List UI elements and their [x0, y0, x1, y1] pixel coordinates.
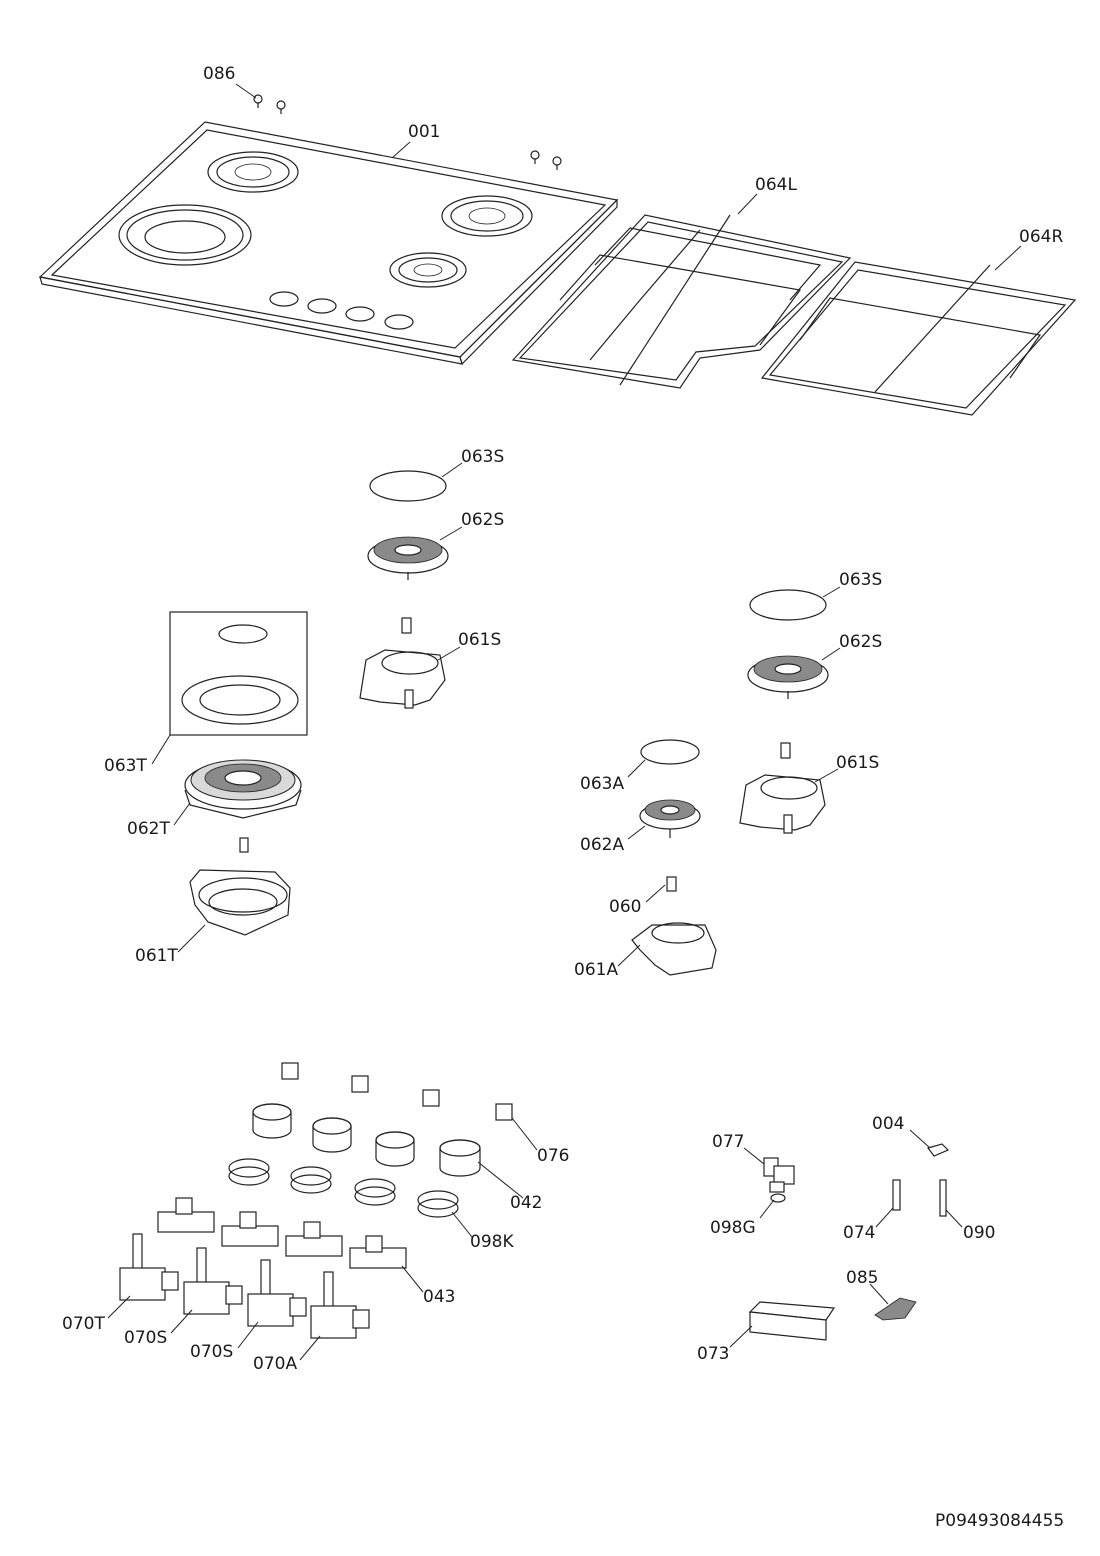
callout-090: 090 [963, 1223, 995, 1243]
callout-062T: 062T [127, 819, 170, 839]
callout-004: 004 [872, 1114, 904, 1134]
burner-cap-063A [640, 739, 700, 765]
callout-064L: 064L [755, 175, 797, 195]
callout-098K: 098K [470, 1232, 514, 1252]
injector-060 [666, 876, 677, 892]
burner-cup-061T [189, 837, 291, 936]
callout-061S-b: 061S [836, 753, 879, 773]
leader-lines [107, 83, 1022, 1361]
callout-063S-a: 063S [461, 447, 504, 467]
pan-support-right [760, 261, 1077, 416]
screw-086 [253, 94, 562, 170]
callout-070S-b: 070S [190, 1342, 233, 1362]
gasket-098G [770, 1193, 786, 1203]
hob-top-panel [38, 94, 619, 366]
callout-labels: 086 001 064L 064R 063S 062S 061S 063S 06… [62, 64, 1064, 1531]
clamp-085 [874, 1297, 917, 1321]
elbow-fitting-077 [763, 1157, 795, 1193]
pan-support-left [511, 214, 852, 389]
burner-crown-062S-a [367, 536, 449, 580]
callout-box-063T [169, 611, 308, 736]
burner-cap-063S-b [749, 589, 827, 621]
callout-062S-a: 062S [461, 510, 504, 530]
callout-063A: 063A [580, 774, 624, 794]
callout-086: 086 [203, 64, 235, 84]
callout-043: 043 [423, 1287, 455, 1307]
callout-070T: 070T [62, 1314, 105, 1334]
callout-063S-b: 063S [839, 570, 882, 590]
knobs-042 [252, 1103, 481, 1177]
burner-cap-063S-a [369, 470, 447, 502]
callout-060: 060 [609, 897, 641, 917]
callout-001: 001 [408, 122, 440, 142]
callout-063T: 063T [104, 756, 147, 776]
ignition-generator-073 [748, 1301, 836, 1341]
drawing-code: P09493084455 [935, 1511, 1064, 1531]
callout-070S-a: 070S [124, 1328, 167, 1348]
callout-074: 074 [843, 1223, 875, 1243]
bezels-098K [228, 1158, 459, 1218]
callout-098G: 098G [710, 1218, 756, 1238]
spring-clips-076 [281, 1062, 513, 1121]
burner-cup-061S-a [359, 617, 446, 709]
thermocouple-074 [892, 1179, 901, 1211]
callout-064R: 064R [1019, 227, 1063, 247]
callout-073: 073 [697, 1344, 729, 1364]
clip-004 [926, 1143, 950, 1157]
callout-061A: 061A [574, 960, 618, 980]
callout-061S-a: 061S [458, 630, 501, 650]
microswitches-043 [157, 1197, 407, 1269]
burner-crown-062S-b [747, 655, 829, 699]
burner-cup-061A [631, 922, 717, 976]
callout-076: 076 [537, 1146, 569, 1166]
burner-crown-062T [184, 759, 302, 819]
callout-077: 077 [712, 1132, 744, 1152]
callout-062S-b: 062S [839, 632, 882, 652]
callout-061T: 061T [135, 946, 178, 966]
burner-cup-061S-b [739, 742, 826, 834]
callout-070A: 070A [253, 1354, 297, 1374]
callout-062A: 062A [580, 835, 624, 855]
spark-electrode-090 [939, 1179, 947, 1217]
burner-crown-062A [639, 799, 701, 838]
callout-042: 042 [510, 1193, 542, 1213]
callout-085: 085 [846, 1268, 878, 1288]
gas-taps-070 [119, 1233, 370, 1339]
